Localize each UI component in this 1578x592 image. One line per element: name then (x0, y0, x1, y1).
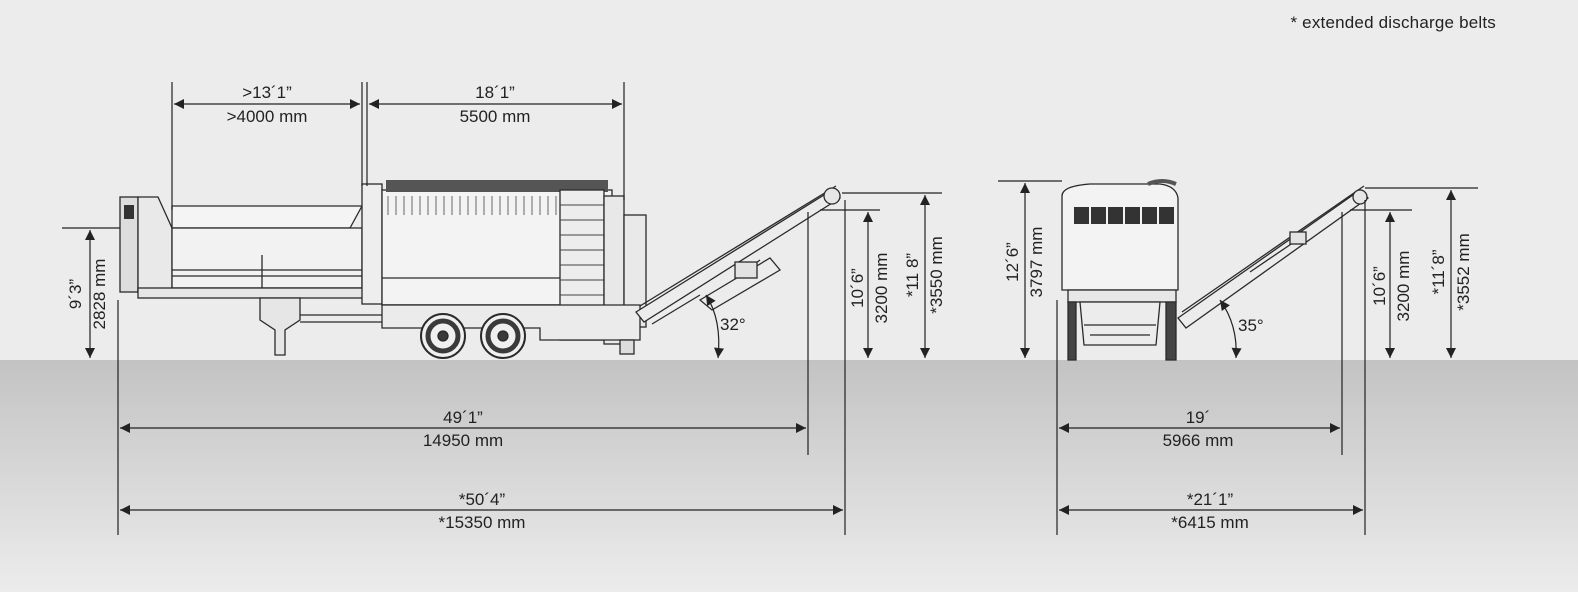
ext-width-metric: *6415 mm (1171, 513, 1248, 532)
belt-angle-arc (705, 294, 725, 359)
ext-belt-height-imperial: *11 8” (903, 253, 922, 297)
side-view-dimensions: >13´1” >4000 mm 18´1” 5500 mm 9´3” 2828 … (62, 82, 946, 535)
end-belt-angle: 35° (1238, 316, 1264, 335)
ground-area (0, 360, 1578, 592)
ext-length-metric: *15350 mm (439, 513, 526, 532)
width-metric: 5966 mm (1163, 431, 1234, 450)
end-ext-belt-height-imperial: *11´8” (1429, 249, 1448, 294)
end-belt-angle-arc (1219, 299, 1242, 359)
end-belt-height-metric: 3200 mm (1394, 251, 1413, 322)
length-imperial: 49´1” (443, 408, 483, 427)
belt-height-metric: 3200 mm (872, 253, 891, 324)
ext-belt-height-metric: *3550 mm (927, 236, 946, 313)
trommel-end-view (1061, 179, 1370, 361)
width-imperial: 19´ (1186, 408, 1211, 427)
end-ext-belt-height-metric: *3552 mm (1454, 233, 1473, 310)
drum-length-metric: 5500 mm (460, 107, 531, 126)
hopper-height-imperial: 9´3” (66, 279, 85, 310)
extended-belts-note: * extended discharge belts (1290, 13, 1496, 32)
hopper-length-metric: >4000 mm (227, 107, 308, 126)
height-metric: 3797 mm (1027, 227, 1046, 298)
ext-length-imperial: *50´4” (459, 490, 506, 509)
hopper-length-imperial: >13´1” (242, 83, 292, 102)
drum-length-imperial: 18´1” (475, 83, 515, 102)
end-view-dimensions: 12´6” 3797 mm 10´6” 3200 mm *11´8” *3552… (998, 180, 1478, 535)
end-belt-height-imperial: 10´6” (1370, 266, 1389, 306)
belt-angle: 32° (720, 315, 746, 334)
length-metric: 14950 mm (423, 431, 503, 450)
trommel-side-view (119, 180, 842, 359)
belt-height-imperial: 10´6” (848, 268, 867, 308)
hopper-height-metric: 2828 mm (90, 259, 109, 330)
ext-width-imperial: *21´1” (1187, 490, 1234, 509)
height-imperial: 12´6” (1003, 242, 1022, 282)
